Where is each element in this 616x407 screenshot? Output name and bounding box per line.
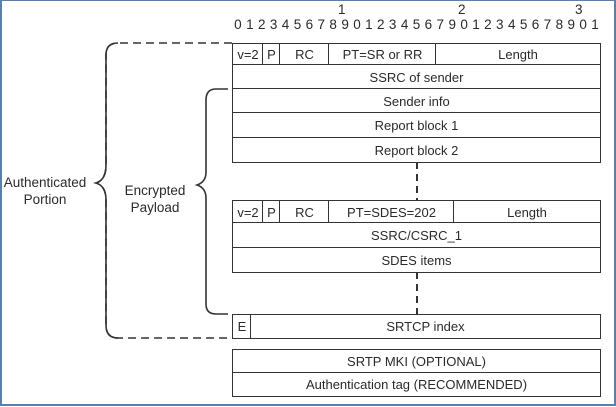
bit-unit: 1 [246,17,254,32]
sdes-length-field: Length [453,200,601,224]
report-block-1-row: Report block 1 [232,112,601,139]
bit-unit: 5 [519,17,528,32]
authenticated-label-line1: Authenticated [3,175,87,190]
rc-field: RC [279,43,330,66]
authenticated-label-line2: Portion [23,192,67,207]
bit-unit: 0 [460,17,468,32]
bit-unit: 1 [591,17,599,32]
sdes-rc-field: RC [279,200,330,224]
bit-unit: 3 [269,17,278,32]
bit-unit: 9 [448,17,456,32]
report-block-2-row: Report block 2 [232,137,601,163]
bit-unit: 5 [412,17,421,32]
bit-unit: 1 [365,17,373,32]
bit-unit: 8 [329,17,337,32]
encrypted-brace [194,88,228,315]
pt-field: PT=SR or RR [328,43,437,66]
bit-unit: 6 [424,17,433,32]
encrypted-label-line2: Payload [130,200,180,215]
length-field: Length [435,43,601,66]
bit-unit: 9 [567,17,575,32]
bit-unit: 9 [341,17,349,32]
bit-unit: 0 [353,17,361,32]
bit-unit: 3 [388,17,397,32]
bit-unit: 4 [507,17,516,32]
srtcp-index-field: SRTCP index [250,314,601,339]
authentication-tag-row: Authentication tag (RECOMMENDED) [232,372,601,397]
authenticated-brace-curve [93,42,119,339]
sender-info-row: Sender info [232,88,601,114]
bit-unit: 6 [531,17,540,32]
ssrc-csrc-row: SSRC/CSRC_1 [232,222,601,249]
bit-tens-3: 3 [575,2,583,17]
bit-unit: 3 [496,17,504,32]
bit-tens-1: 1 [338,2,346,17]
sdes-pt-field: PT=SDES=202 [328,200,455,224]
bit-unit: 1 [472,17,480,32]
version-field: v=2 [232,43,264,66]
encrypted-label-line1: Encrypted [124,183,186,198]
authenticated-portion-label: Authenticated Portion [2,174,88,208]
bit-unit: 4 [400,17,409,32]
e-flag-field: E [232,314,252,339]
bit-unit: 7 [436,17,445,32]
bit-unit: 4 [281,17,290,32]
bit-unit: 0 [234,17,242,32]
ssrc-of-sender-row: SSRC of sender [232,64,601,90]
bit-unit: 6 [305,17,314,32]
encrypted-payload-label: Encrypted Payload [118,182,192,216]
sdes-items-row: SDES items [232,247,601,273]
srtp-mki-row: SRTP MKI (OPTIONAL) [232,349,601,374]
bit-unit: 7 [317,17,326,32]
bit-unit: 2 [377,17,385,32]
bit-unit: 2 [484,17,492,32]
bit-unit: 8 [555,17,564,32]
bit-unit: 2 [257,17,266,32]
sdes-version-field: v=2 [232,200,264,224]
bit-unit: 7 [543,17,552,32]
bit-unit: 0 [579,17,587,32]
bit-unit: 5 [293,17,302,32]
bit-tens-2: 2 [458,2,466,17]
